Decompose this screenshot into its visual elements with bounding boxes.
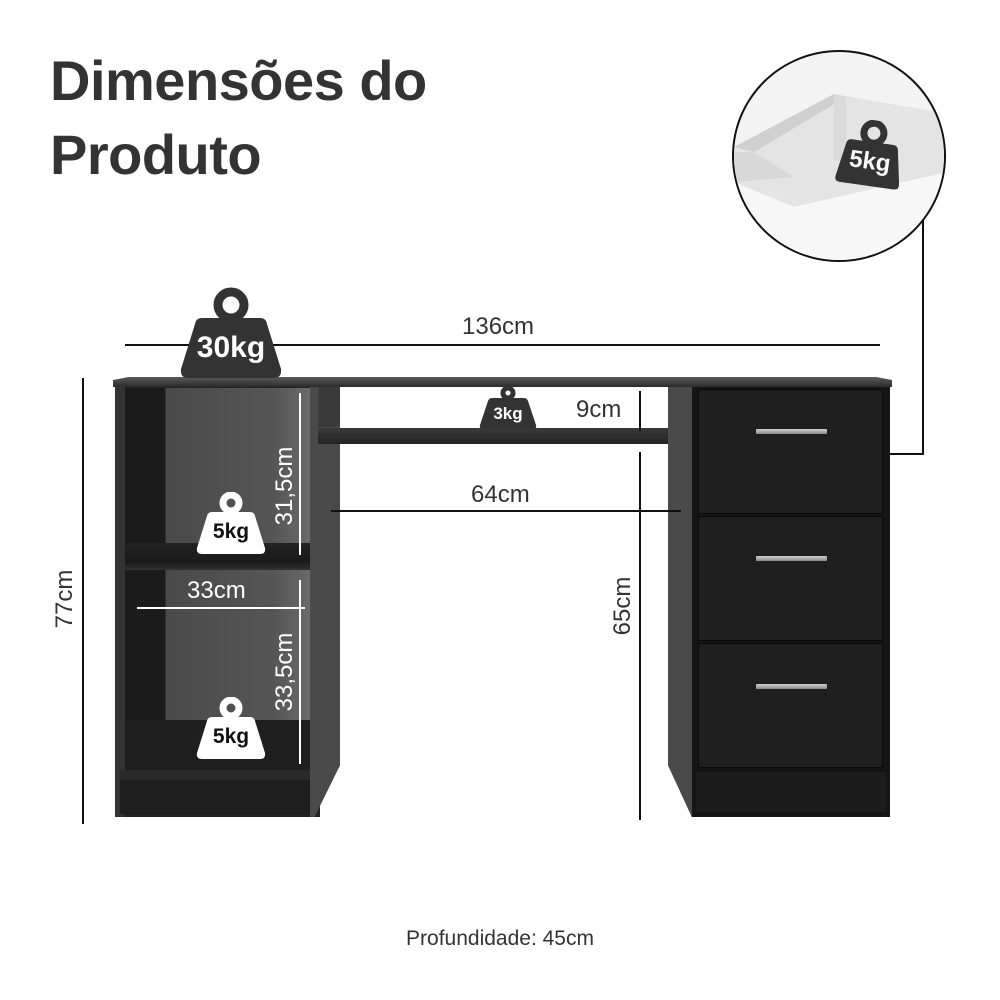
shelf-weight-label: 3kg <box>493 404 523 423</box>
knee-width-label: 64cm <box>471 481 530 508</box>
shelf-weight-icon: 3kg <box>479 386 537 430</box>
drawer-weight-icon: 5kg <box>834 116 909 193</box>
left-unit-right-side <box>310 387 340 817</box>
total-width-line <box>125 344 880 346</box>
total-height-line <box>82 378 84 824</box>
left-unit-base <box>120 780 315 814</box>
niche-lower-weight-label: 5kg <box>212 725 250 748</box>
niche-upper-height-label: 31,5cm <box>271 446 298 526</box>
right-unit-left-side <box>668 387 696 817</box>
drawer-3 <box>698 643 883 768</box>
total-width-label: 136cm <box>462 313 535 340</box>
niche-upper-height-line <box>299 393 301 555</box>
shelf-gap-label: 9cm <box>576 396 622 423</box>
left-unit-inner-edge <box>318 387 340 427</box>
knee-height-line <box>639 452 641 820</box>
niche-upper-weight-icon: 5kg <box>196 492 266 555</box>
knee-width-line <box>331 510 681 512</box>
drawer-1-handle <box>756 429 827 434</box>
page-title: Dimensões do Produto <box>50 44 427 192</box>
knee-height-label: 65cm <box>609 576 636 636</box>
left-unit-side-panel <box>115 387 125 817</box>
niche-upper-weight-label: 5kg <box>212 520 250 543</box>
callout-connector-horizontal <box>872 453 924 455</box>
depth-label: Profundidade: 45cm <box>406 927 594 950</box>
drawer-interior-illustration <box>734 94 944 260</box>
drawer-1 <box>698 389 883 514</box>
right-unit-base <box>696 772 886 812</box>
niche-lower-weight-icon: 5kg <box>196 697 266 760</box>
title-line-1: Dimensões do <box>50 49 427 112</box>
top-weight-label: 30kg <box>196 331 266 364</box>
total-height-label: 77cm <box>51 569 78 629</box>
niche-width-line <box>137 607 305 609</box>
title-line-2: Produto <box>50 123 262 186</box>
drawer-2 <box>698 516 883 641</box>
shelf-gap-line <box>639 391 641 431</box>
niche-width-label: 33cm <box>187 577 246 604</box>
center-shelf <box>318 428 688 444</box>
top-weight-icon: 30kg <box>180 287 282 379</box>
bottom-shelf <box>120 770 315 780</box>
callout-connector-vertical <box>922 220 924 455</box>
drawer-3-handle <box>756 684 827 689</box>
drawer-2-handle <box>756 556 827 561</box>
right-unit <box>692 387 890 817</box>
niche-lower-height-label: 33,5cm <box>271 632 298 712</box>
niche-lower-height-line <box>299 580 301 764</box>
drawer-detail-callout: 5kg <box>732 50 946 262</box>
